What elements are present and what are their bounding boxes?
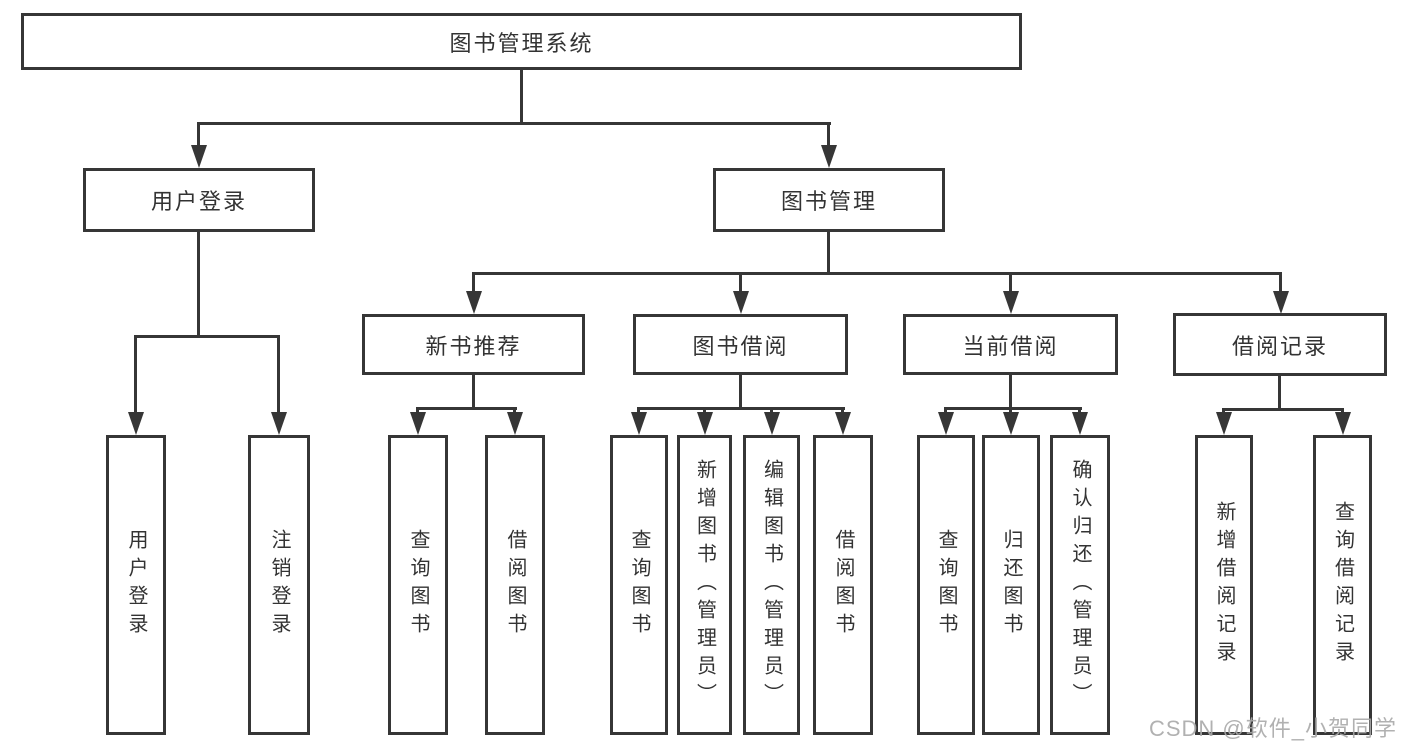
leaf-return-books: 归还图书 [982,435,1040,735]
csdn-watermark: CSDN @软件_小贺同学 [1148,716,1397,741]
arrow-down-icon [1335,412,1351,435]
connector-line [827,122,830,147]
arrow-down-icon [128,412,144,435]
node-book-management: 图书管理 [713,168,945,232]
connector-line [1009,272,1012,293]
arrow-down-icon [507,412,523,435]
node-current-borrowing: 当前借阅 [903,314,1118,375]
arrow-down-icon [821,145,837,168]
node-user-login: 用户登录 [83,168,315,232]
arrow-down-icon [835,412,851,435]
connector-line [416,407,517,410]
node-book-borrowing: 图书借阅 [633,314,848,375]
connector-line [841,407,844,414]
connector-line [416,407,419,414]
node-new-book-recommend: 新书推荐 [362,314,585,375]
connector-line [1009,407,1012,414]
connector-line [197,232,200,335]
arrow-down-icon [1072,412,1088,435]
connector-line [1009,375,1012,407]
arrow-down-icon [938,412,954,435]
connector-line [1278,376,1281,408]
connector-line [944,407,947,414]
node-library-management-system: 图书管理系统 [21,13,1022,70]
connector-line [197,122,200,147]
connector-line [520,70,523,122]
arrow-down-icon [733,291,749,314]
connector-line [134,335,137,414]
connector-line [703,407,706,414]
arrow-down-icon [1273,291,1289,314]
node-borrowing-records: 借阅记录 [1173,313,1387,376]
arrow-down-icon [1003,412,1019,435]
connector-line [1279,272,1282,293]
connector-line [1222,408,1225,414]
connector-line [472,375,475,407]
connector-line [739,375,742,407]
leaf-query-borrow-record: 查询借阅记录 [1313,435,1372,735]
connector-line [637,407,640,414]
arrow-down-icon [1003,291,1019,314]
connector-line [472,272,475,293]
connector-line [827,232,830,272]
arrow-down-icon [697,412,713,435]
arrow-down-icon [631,412,647,435]
leaf-query-books-borrow: 查询图书 [610,435,668,735]
connector-line [277,335,280,414]
connector-line [472,272,1282,275]
leaf-confirm-return-admin: 确认归还（管理员） [1050,435,1110,735]
connector-line [770,407,773,414]
arrow-down-icon [410,412,426,435]
arrow-down-icon [271,412,287,435]
arrow-down-icon [1216,412,1232,435]
leaf-add-borrow-record: 新增借阅记录 [1195,435,1253,735]
connector-line [513,407,516,414]
leaf-borrow-books: 借阅图书 [813,435,873,735]
connector-line [134,335,280,338]
connector-line [739,272,742,293]
connector-line [1341,408,1344,414]
arrow-down-icon [764,412,780,435]
leaf-add-book-admin: 新增图书（管理员） [677,435,732,735]
leaf-logout: 注销登录 [248,435,310,735]
connector-line [944,407,1082,410]
connector-line [197,122,831,125]
leaf-query-books-recommend: 查询图书 [388,435,448,735]
leaf-borrow-books-recommend: 借阅图书 [485,435,545,735]
leaf-edit-book-admin: 编辑图书（管理员） [743,435,800,735]
arrow-down-icon [191,145,207,168]
leaf-query-books-current: 查询图书 [917,435,975,735]
leaf-user-login: 用户登录 [106,435,166,735]
arrow-down-icon [466,291,482,314]
connector-line [1222,408,1344,411]
connector-line [1078,407,1081,414]
connector-line [637,407,845,410]
